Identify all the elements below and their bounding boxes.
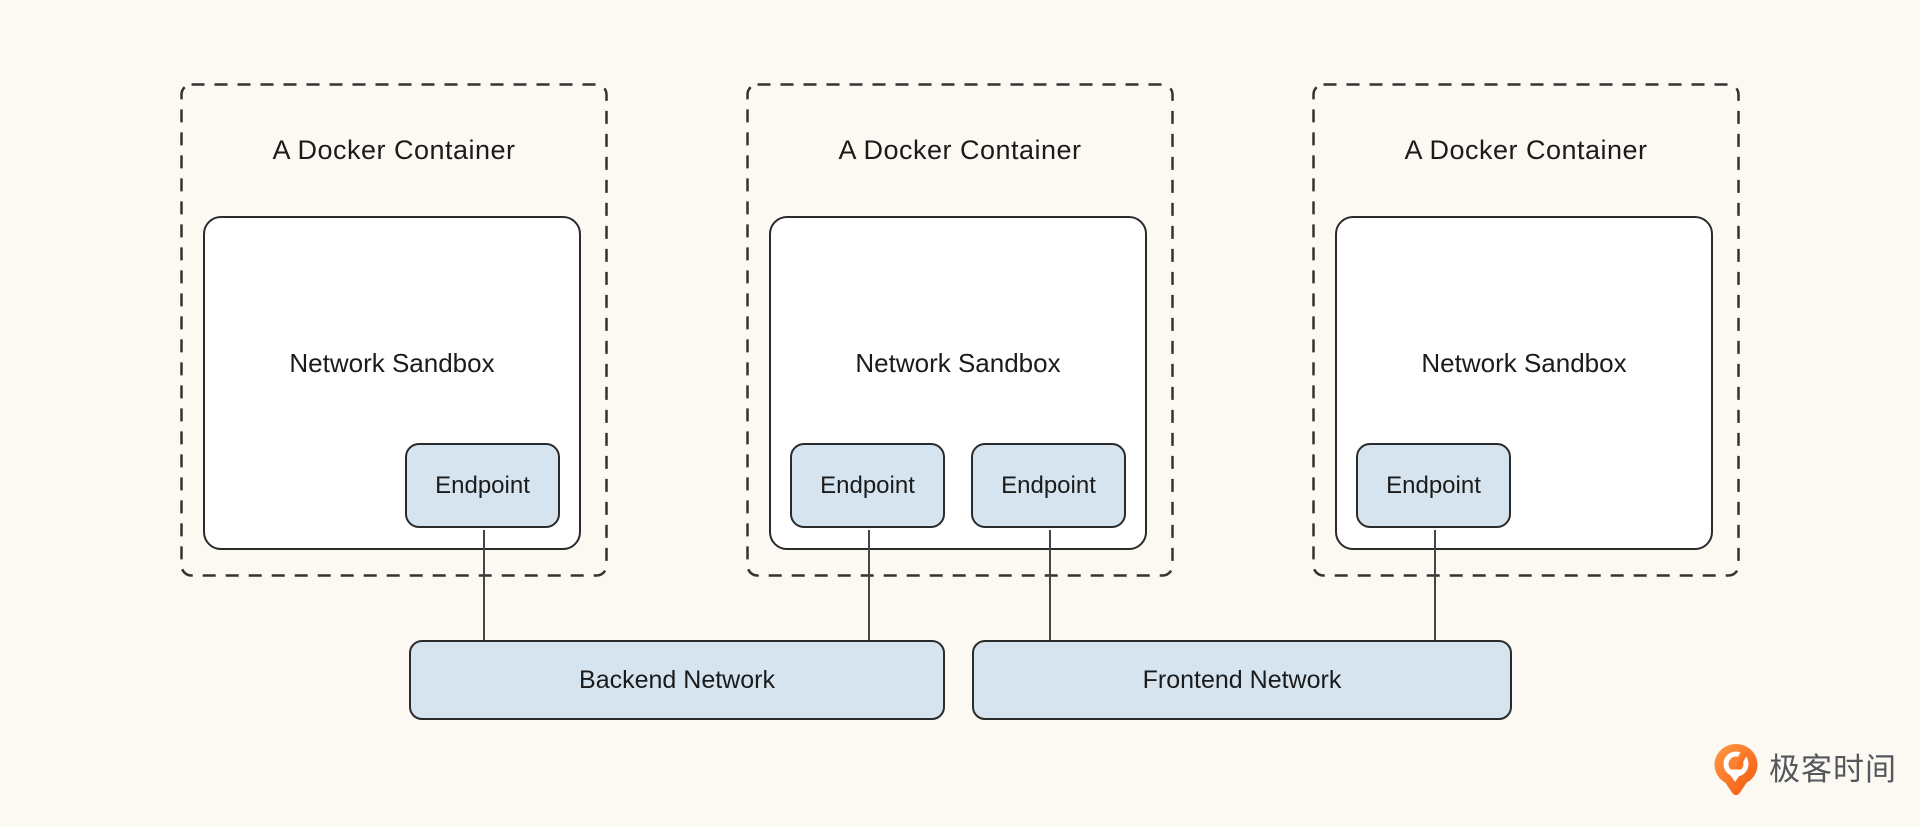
endpoint: Endpoint [1356,443,1511,528]
network-sandbox: Network Sandbox Endpoint [203,216,581,550]
geektime-logo-text: 极客时间 [1769,752,1897,787]
endpoint-label: Endpoint [1386,471,1481,499]
dashed-border [746,83,1174,577]
dashed-border [180,83,608,577]
frontend-network-node: Frontend Network [972,640,1512,720]
endpoint: Endpoint [971,443,1126,528]
container-title: A Docker Container [272,135,516,165]
endpoint: Endpoint [790,443,945,528]
network-sandbox: Network Sandbox Endpoint [1335,216,1713,550]
connector-line [868,530,870,640]
container-title: A Docker Container [1404,135,1648,165]
docker-container-3: A Docker Container Network Sandbox Endpo… [1312,83,1740,577]
docker-container-2: A Docker Container Network Sandbox Endpo… [746,83,1174,577]
sandbox-label: Network Sandbox [1421,348,1627,378]
network-sandbox: Network Sandbox Endpoint Endpoint [769,216,1147,550]
container-title: A Docker Container [838,135,1082,165]
sandbox-label: Network Sandbox [855,348,1061,378]
backend-network-node: Backend Network [409,640,945,720]
dashed-border [1312,83,1740,577]
network-label: Backend Network [579,665,775,694]
endpoint-label: Endpoint [1001,471,1096,499]
geektime-logo: 极客时间 [1712,742,1897,798]
docker-container-1: A Docker Container Network Sandbox Endpo… [180,83,608,577]
connector-line [1434,530,1436,640]
network-label: Frontend Network [1142,665,1342,694]
endpoint-label: Endpoint [435,471,530,499]
connector-line [483,530,485,640]
endpoint: Endpoint [405,443,560,528]
endpoint-label: Endpoint [820,471,915,499]
connector-line [1049,530,1051,640]
sandbox-label: Network Sandbox [289,348,495,378]
geektime-logo-icon [1714,744,1758,796]
